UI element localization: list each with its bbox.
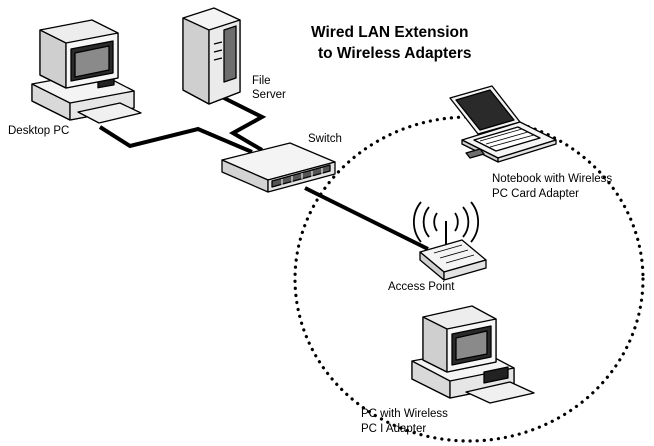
label-switch: Switch [308, 133, 342, 145]
desktop-pc-icon [31, 19, 142, 124]
label-pc-wireless-line-2: PC I Adapter [361, 423, 426, 435]
title-line-2: to Wireless Adapters [318, 45, 471, 62]
label-pc-wireless-line-1: PC with Wireless [361, 408, 448, 420]
file-server-icon [182, 7, 241, 105]
label-file-server-line-2: Server [252, 89, 286, 101]
label-file-server-line-1: File [252, 75, 271, 87]
label-desktop-pc: Desktop PC [8, 125, 69, 137]
label-notebook-line-1: Notebook with Wireless [492, 173, 612, 185]
switch-icon [221, 142, 336, 193]
access-point-icon [419, 221, 487, 281]
cable-server-to-switch [219, 94, 267, 152]
cable-switch-to-access-point [304, 186, 429, 251]
notebook-icon [449, 85, 557, 163]
network-cables [98, 94, 429, 251]
label-access-point: Access Point [388, 281, 455, 293]
label-notebook-line-2: PC Card Adapter [492, 188, 579, 200]
diagram-title: Wired LAN Extension to Wireless Adapters [311, 24, 471, 62]
wireless-pc-icon [411, 305, 535, 404]
wireless-signal-icon [412, 201, 480, 243]
cable-desktop-to-switch [98, 125, 253, 154]
title-line-1: Wired LAN Extension [311, 24, 468, 41]
wireless-coverage-area [293, 115, 645, 443]
